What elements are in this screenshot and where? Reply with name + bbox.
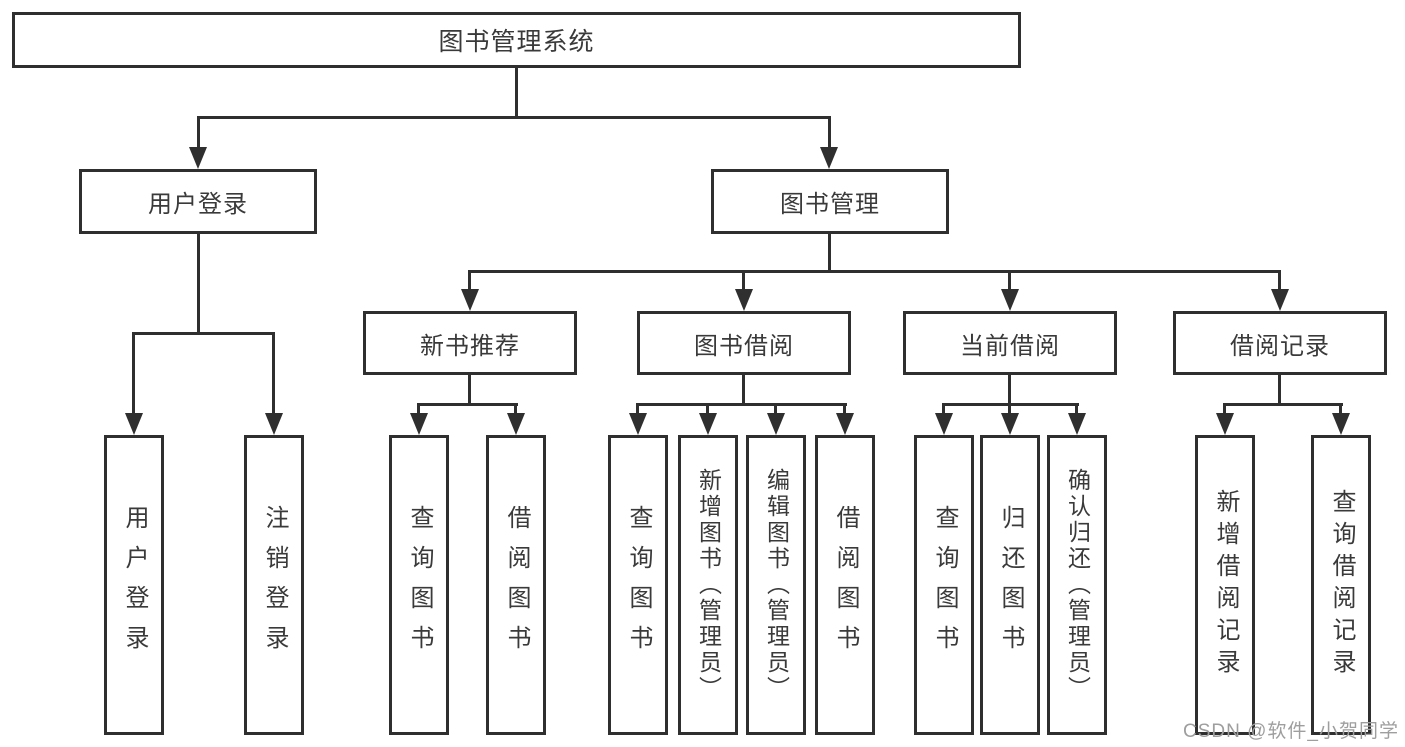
leaf-records-query: 查询借阅记录 <box>1311 435 1371 735</box>
leaf-borrow-query-label: 查询图书 <box>625 505 652 665</box>
edge-book-mgmt-stub <box>828 234 831 272</box>
node-user-login-label: 用户登录 <box>148 191 248 218</box>
node-current-borrow: 当前借阅 <box>903 311 1117 375</box>
node-current-borrow-label: 当前借阅 <box>960 332 1060 360</box>
node-borrow-records: 借阅记录 <box>1173 311 1387 375</box>
leaf-borrow-edit-label: 编辑图书（管理员） <box>763 468 790 702</box>
node-book-borrow-label: 图书借阅 <box>694 332 794 360</box>
leaf-borrow-edit: 编辑图书（管理员） <box>746 435 806 735</box>
edge-borrow-records-branch <box>1223 403 1343 406</box>
leaf-borrow-query: 查询图书 <box>608 435 668 735</box>
leaf-cur-confirm: 确认归还（管理员） <box>1047 435 1107 735</box>
edge-to-leaf-borrow-borrow <box>843 403 846 413</box>
node-book-mgmt: 图书管理 <box>711 169 949 234</box>
arrowhead-new-book-rec-icon <box>461 289 479 311</box>
leaf-logout: 注销登录 <box>244 435 304 735</box>
node-book-borrow: 图书借阅 <box>637 311 851 375</box>
arrowhead-leaf-rec-borrow-icon <box>507 413 525 435</box>
edge-to-current-borrow <box>1008 270 1011 289</box>
arrowhead-leaf-records-add-icon <box>1216 413 1234 435</box>
leaf-rec-borrow-label: 借阅图书 <box>503 505 530 665</box>
arrowhead-leaf-borrow-query-icon <box>629 413 647 435</box>
edge-to-new-book-rec <box>468 270 471 289</box>
node-borrow-records-label: 借阅记录 <box>1230 332 1330 360</box>
edge-level3-branch <box>468 270 1281 273</box>
edge-borrow-records-stub <box>1278 375 1281 405</box>
watermark: CSDN @软件_小贺同学 <box>1183 721 1399 742</box>
edge-to-book-mgmt <box>828 116 831 148</box>
edge-new-book-rec-branch <box>417 403 518 406</box>
leaf-rec-query-label: 查询图书 <box>406 505 433 665</box>
edge-to-leaf-borrow-query <box>636 403 639 413</box>
edge-to-leaf-rec-query <box>417 403 420 413</box>
leaf-cur-return-label: 归还图书 <box>997 505 1024 665</box>
edge-to-leaf-borrow-edit <box>774 403 777 413</box>
edge-user-login-stub <box>197 234 200 334</box>
arrowhead-user-login-icon <box>189 147 207 169</box>
node-root-label: 图书管理系统 <box>438 28 595 56</box>
edge-to-leaf-cur-return <box>1008 403 1011 413</box>
arrowhead-leaf-borrow-add-icon <box>699 413 717 435</box>
arrowhead-leaf-records-query-icon <box>1332 413 1350 435</box>
leaf-records-add-label: 新增借阅记录 <box>1212 489 1239 681</box>
arrowhead-leaf-borrow-borrow-icon <box>836 413 854 435</box>
leaf-borrow-add-label: 新增图书（管理员） <box>695 468 722 702</box>
node-user-login: 用户登录 <box>79 169 317 234</box>
arrowhead-current-borrow-icon <box>1001 289 1019 311</box>
leaf-records-add: 新增借阅记录 <box>1195 435 1255 735</box>
arrowhead-leaf-cur-query-icon <box>935 413 953 435</box>
leaf-cur-confirm-label: 确认归还（管理员） <box>1064 468 1091 702</box>
leaf-borrow-add: 新增图书（管理员） <box>678 435 738 735</box>
arrowhead-book-borrow-icon <box>735 289 753 311</box>
edge-to-leaf-logout <box>272 332 275 413</box>
leaf-cur-return: 归还图书 <box>980 435 1040 735</box>
arrowhead-leaf-rec-query-icon <box>410 413 428 435</box>
arrowhead-leaf-logout-icon <box>265 413 283 435</box>
leaf-rec-borrow: 借阅图书 <box>486 435 546 735</box>
edge-to-leaf-login <box>132 332 135 413</box>
leaf-borrow-borrow: 借阅图书 <box>815 435 875 735</box>
edge-to-leaf-cur-confirm <box>1075 403 1078 413</box>
arrowhead-book-mgmt-icon <box>820 147 838 169</box>
node-book-mgmt-label: 图书管理 <box>780 191 880 218</box>
leaf-records-query-label: 查询借阅记录 <box>1328 489 1355 681</box>
edge-new-book-rec-stub <box>468 375 471 405</box>
edge-to-leaf-borrow-add <box>706 403 709 413</box>
leaf-user-login: 用户登录 <box>104 435 164 735</box>
edge-to-book-borrow <box>742 270 745 289</box>
leaf-logout-label: 注销登录 <box>261 505 288 665</box>
edge-to-user-login <box>197 116 200 148</box>
edge-user-login-branch <box>132 332 275 335</box>
arrowhead-leaf-login-icon <box>125 413 143 435</box>
arrowhead-borrow-records-icon <box>1271 289 1289 311</box>
leaf-user-login-label: 用户登录 <box>121 505 148 665</box>
arrowhead-leaf-borrow-edit-icon <box>767 413 785 435</box>
edge-to-leaf-cur-query <box>942 403 945 413</box>
leaf-borrow-borrow-label: 借阅图书 <box>832 505 859 665</box>
leaf-cur-query-label: 查询图书 <box>931 505 958 665</box>
arrowhead-leaf-cur-confirm-icon <box>1068 413 1086 435</box>
edge-root-stub <box>515 68 518 118</box>
edge-level2-branch <box>197 116 831 119</box>
node-root: 图书管理系统 <box>12 12 1021 68</box>
edge-to-leaf-records-add <box>1223 403 1226 413</box>
edge-to-leaf-rec-borrow <box>514 403 517 413</box>
edge-to-borrow-records <box>1278 270 1281 289</box>
edge-book-borrow-stub <box>742 375 745 405</box>
edge-book-borrow-branch <box>636 403 847 406</box>
leaf-cur-query: 查询图书 <box>914 435 974 735</box>
edge-to-leaf-records-query <box>1339 403 1342 413</box>
edge-current-borrow-stub <box>1008 375 1011 405</box>
node-new-book-rec: 新书推荐 <box>363 311 577 375</box>
arrowhead-leaf-cur-return-icon <box>1001 413 1019 435</box>
leaf-rec-query: 查询图书 <box>389 435 449 735</box>
node-new-book-rec-label: 新书推荐 <box>420 332 520 360</box>
